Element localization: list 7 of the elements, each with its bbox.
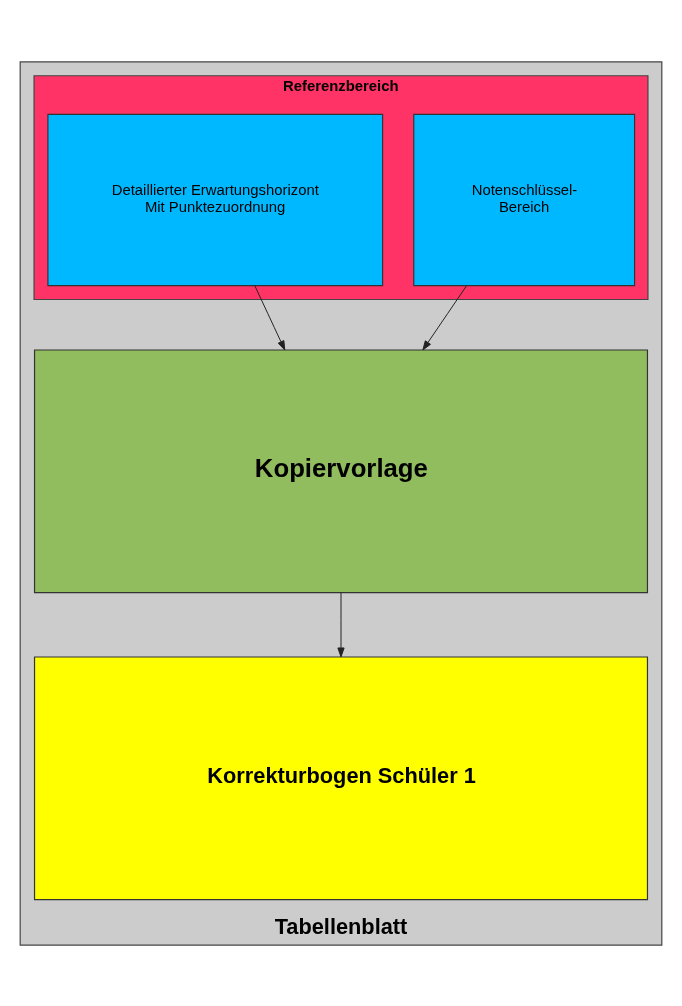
arrow xyxy=(254,284,286,350)
node-box: Korrekturbogen Schüler 1 xyxy=(33,655,649,900)
node-box: Kopiervorlage xyxy=(33,348,649,593)
node-box: Detaillierter Erwartungshorizont Mit Punktezuordnung xyxy=(47,113,384,286)
arrow xyxy=(422,284,467,350)
node-box: Notenschlüssel-Bereich xyxy=(413,113,636,286)
arrow xyxy=(337,591,345,657)
